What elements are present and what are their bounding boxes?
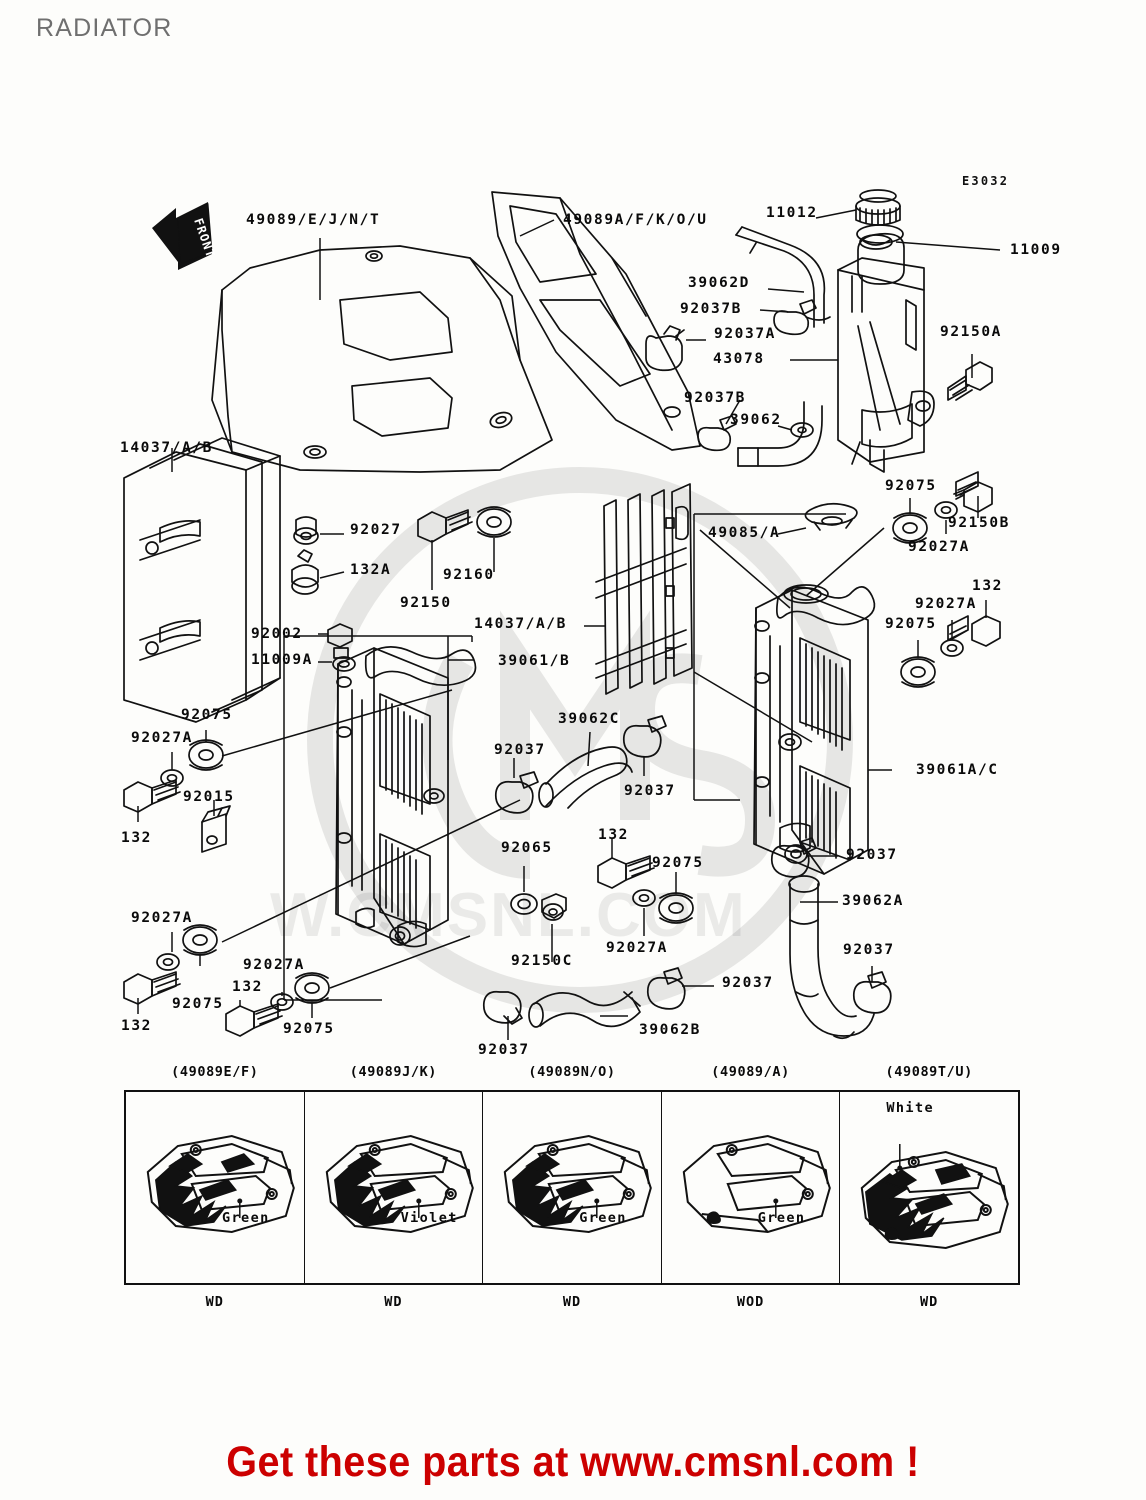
callout-14037ab-left: 14037/A/B <box>120 440 213 456</box>
callout-92075-c: 92075 <box>652 855 704 871</box>
callout-92075-ru: 92075 <box>885 478 937 494</box>
shroud-graphic-2 <box>325 1134 474 1234</box>
callout-11009: 11009 <box>1010 242 1062 258</box>
diagram-code: E3032 <box>962 174 1010 188</box>
callout-92150a: 92150A <box>940 324 1002 340</box>
callout-92027a-c: 92027A <box>606 940 668 956</box>
variant-cell-4: (49089/A) Green WOD <box>662 1064 841 1310</box>
callout-92027a-rl: 92027A <box>915 596 977 612</box>
shroud-graphic-5 <box>861 1144 1010 1250</box>
variant-header-5: (49089T/U) <box>885 1064 973 1080</box>
callout-39062a: 39062A <box>842 893 904 909</box>
callout-39062b: 39062B <box>639 1022 701 1038</box>
callout-92027a-l: 92027A <box>131 730 193 746</box>
callout-92037-cr: 92037 <box>624 783 676 799</box>
callout-92075-rl: 92075 <box>885 616 937 632</box>
callout-92037-bl: 92037 <box>478 1042 530 1058</box>
callout-92037-bh-top: 92037 <box>846 847 898 863</box>
callout-49085a: 49085/A <box>708 525 781 541</box>
variant-header-4: (49089/A) <box>711 1064 790 1080</box>
callout-92150c: 92150C <box>511 953 573 969</box>
callout-92037b-upper: 92037B <box>680 301 742 317</box>
variant-color-5: White <box>886 1100 935 1116</box>
callout-92027a-blb: 92027A <box>243 957 305 973</box>
callout-92150b: 92150B <box>948 515 1010 531</box>
callout-92160: 92160 <box>443 567 495 583</box>
front-direction-arrow: FRONT <box>152 202 218 270</box>
callout-92075-bla: 92075 <box>172 996 224 1012</box>
callout-92037-bh-low: 92037 <box>843 942 895 958</box>
variant-footer-1: WD <box>205 1294 224 1310</box>
variant-footer-2: WD <box>384 1294 403 1310</box>
callout-49089a-fkou: 49089A/F/K/O/U <box>563 212 708 228</box>
callout-132-bla: 132 <box>121 1018 152 1034</box>
variant-footer-3: WD <box>562 1294 582 1310</box>
variant-cell-1: (49089E/F) Green WD <box>126 1064 305 1310</box>
variant-color-1: Green <box>222 1210 270 1226</box>
callout-39062d: 39062D <box>688 275 750 291</box>
callout-132-l: 132 <box>121 830 152 846</box>
variant-cell-2: (49089J/K) Violet WD <box>305 1064 484 1310</box>
callout-92037b-lower: 92037B <box>684 390 746 406</box>
variant-cell-3: (49089N/O) Green WD <box>483 1064 662 1310</box>
callout-92075-l: 92075 <box>181 707 233 723</box>
shroud-graphic-3 <box>503 1134 653 1234</box>
callout-39062: 39062 <box>730 412 782 428</box>
variant-color-2: Violet <box>400 1210 458 1226</box>
variant-header-2: (49089J/K) <box>349 1064 438 1080</box>
callout-92027: 92027 <box>350 522 402 538</box>
variant-header-1: (49089E/F) <box>171 1064 259 1080</box>
callout-92027a-ru: 92027A <box>908 539 970 555</box>
variant-header-3: (49089N/O) <box>528 1064 616 1080</box>
variant-color-4: Green <box>757 1210 806 1226</box>
shroud-graphic-4 <box>682 1134 831 1234</box>
callout-132-blb: 132 <box>232 979 263 995</box>
callout-132-c: 132 <box>598 827 629 843</box>
variant-footer-4: WOD <box>736 1294 765 1310</box>
variant-footer-5: WD <box>920 1294 939 1310</box>
callout-43078: 43078 <box>713 351 765 367</box>
page-title: RADIATOR <box>36 14 173 42</box>
callout-14037ab-ctr: 14037/A/B <box>474 616 567 632</box>
callout-92150: 92150 <box>400 595 452 611</box>
callout-92015: 92015 <box>183 789 235 805</box>
callout-132a: 132A <box>350 562 392 578</box>
variant-cell-5: (49089T/U) White WD <box>840 1064 1018 1310</box>
callout-11012: 11012 <box>766 205 818 221</box>
callout-92065: 92065 <box>501 840 553 856</box>
callout-92027a-bla: 92027A <box>131 910 193 926</box>
callout-92037-cb: 92037 <box>722 975 774 991</box>
variant-color-3: Green <box>579 1210 627 1226</box>
callout-92037-cl: 92037 <box>494 742 546 758</box>
callout-49089-ejnt: 49089/E/J/N/T <box>246 212 381 228</box>
callout-39061ac: 39061A/C <box>916 762 999 778</box>
callout-92075-blb: 92075 <box>283 1021 335 1037</box>
shroud-graphic-1 <box>146 1134 295 1234</box>
callout-39061b: 39061/B <box>498 653 571 669</box>
callout-132-r: 132 <box>972 578 1003 594</box>
callout-39062c: 39062C <box>558 711 620 727</box>
callout-11009a: 11009A <box>251 652 313 668</box>
callout-92002: 92002 <box>251 626 303 642</box>
shroud-variant-table: (49089E/F) Green WD (49 <box>124 1064 1020 1310</box>
callout-92037a: 92037A <box>714 326 776 342</box>
cmsnl-footer-banner[interactable]: Get these parts at www.cmsnl.com ! <box>226 1438 920 1486</box>
